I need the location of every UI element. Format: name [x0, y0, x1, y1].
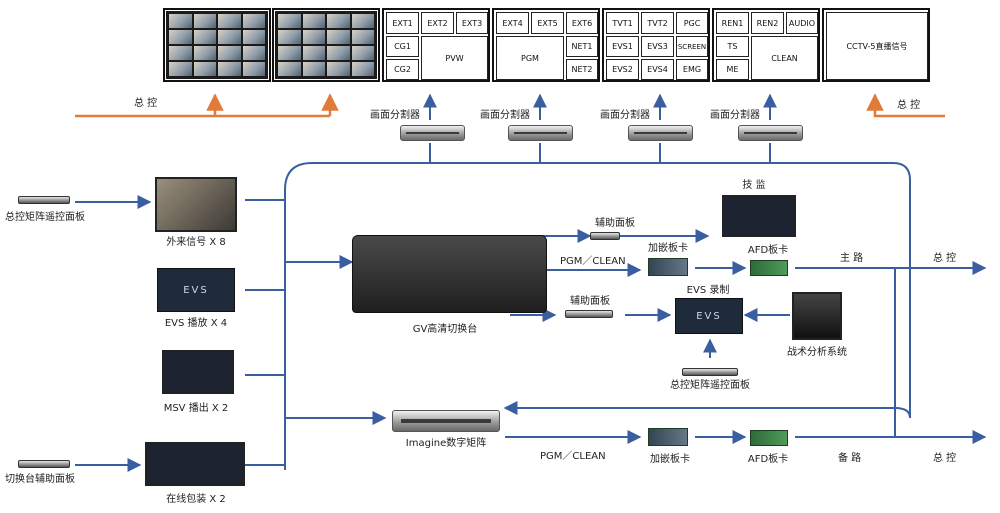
master-control-out-label-top: 总 控 [933, 253, 957, 264]
backup-path-label: 备 路 [838, 453, 862, 464]
splitter-label: 画面分割器 [370, 110, 420, 121]
monitor-cell-main: PVW [421, 36, 488, 80]
embed-card-device-top [648, 258, 688, 276]
splitter-device [628, 125, 693, 141]
pgm-clean-label-top: PGM／CLEAN [560, 256, 626, 267]
multiview-thumbnails [275, 11, 377, 79]
tech-monitor-label: 技 监 [742, 180, 766, 191]
evs-playback-label: EVS 播放 X 4 [164, 318, 228, 329]
monitor-cell: REN2 [751, 12, 784, 34]
afd-card-device-bottom [750, 430, 788, 446]
master-control-out-label-bottom: 总 控 [933, 453, 957, 464]
monitor-cell: EVS1 [606, 36, 639, 57]
gv-switcher-label: GV高清切换台 [412, 324, 478, 335]
monitor-cell: EMG [676, 59, 708, 80]
afd-card-device-top [750, 260, 788, 276]
splitter-label: 画面分割器 [480, 110, 530, 121]
monitor-cell: TVT2 [641, 12, 674, 34]
embed-card-label-bottom: 加嵌板卡 [650, 454, 690, 465]
online-package-label: 在线包装 X 2 [166, 494, 226, 505]
tech-monitor-screen [722, 195, 796, 237]
master-control-label-left: 总 控 [134, 98, 158, 109]
master-matrix-panel-label: 总控矩阵遥控面板 [5, 212, 85, 223]
monitor-cell: EVS2 [606, 59, 639, 80]
top-bus [284, 162, 911, 419]
multiview-monitor-2 [272, 8, 380, 82]
splitter-device [738, 125, 803, 141]
gv-hd-switcher-console [352, 235, 547, 313]
monitor-cell-main: PGM [496, 36, 564, 80]
monitor-cell: EXT1 [386, 12, 419, 34]
aux-panel-label-mid: 辅助面板 [570, 296, 610, 307]
monitor-cell-main: CLEAN [751, 36, 818, 80]
aux-panel-device-top [590, 232, 620, 240]
switcher-aux-panel [18, 460, 70, 468]
multiview-thumbnails [166, 11, 268, 79]
evs-logo: EVS [183, 284, 209, 296]
monitor-cell: EXT4 [496, 12, 529, 34]
splitter-device [400, 125, 465, 141]
monitor-cell: CG2 [386, 59, 419, 80]
embed-card-device-bottom [648, 428, 688, 446]
evs-playback-device: EVS [157, 268, 235, 312]
master-matrix-panel-label-bottom: 总控矩阵遥控面板 [670, 380, 750, 391]
monitor-cell: EVS4 [641, 59, 674, 80]
master-control-label-right: 总 控 [897, 100, 921, 111]
splitter-label: 画面分割器 [600, 110, 650, 121]
monitor-group-cctv5: CCTV-5直播信号 [822, 8, 930, 82]
aux-panel-device-mid [565, 310, 613, 318]
monitor-cell: SCREEN [676, 36, 708, 57]
msv-out-label: MSV 播出 X 2 [163, 403, 229, 414]
monitor-cell: EVS3 [641, 36, 674, 57]
monitor-cell: EXT5 [531, 12, 564, 34]
afd-card-label-top: AFD板卡 [747, 245, 789, 256]
splitter-label: 画面分割器 [710, 110, 760, 121]
switcher-aux-panel-label: 切换台辅助面板 [5, 474, 75, 485]
multiview-monitor-1 [163, 8, 271, 82]
monitor-cell: EXT6 [566, 12, 598, 34]
pgm-clean-label-bottom: PGM／CLEAN [540, 451, 606, 462]
monitor-group-pvw: EXT1 EXT2 EXT3 CG1 CG2 PVW [382, 8, 490, 82]
tactical-analysis-label: 战术分析系统 [787, 347, 847, 358]
imagine-digital-matrix [392, 410, 500, 432]
monitor-cell: NET1 [566, 36, 598, 57]
monitor-cell: ME [716, 59, 749, 80]
imagine-matrix-label: Imagine数字矩阵 [405, 438, 487, 449]
tactical-analysis-system [792, 292, 842, 340]
monitor-cell: TS [716, 36, 749, 57]
monitor-cell-main: CCTV-5直播信号 [826, 12, 928, 80]
main-path-label: 主 路 [840, 253, 864, 264]
evs-logo: EVS [696, 310, 722, 322]
monitor-cell: REN1 [716, 12, 749, 34]
online-package-workstation [145, 442, 245, 486]
msv-workstation [162, 350, 234, 394]
monitor-cell: AUDIO [786, 12, 818, 34]
splitter-device [508, 125, 573, 141]
monitor-cell: PGC [676, 12, 708, 34]
control-line-right [866, 93, 945, 118]
embed-card-label-top: 加嵌板卡 [648, 243, 688, 254]
external-signals-label: 外来信号 X 8 [166, 237, 226, 248]
monitor-group-evs: TVT1 TVT2 PGC EVS1 EVS3 SCREEN EVS2 EVS4… [602, 8, 710, 82]
master-matrix-remote-panel-bottom [682, 368, 738, 376]
external-signals-screen [155, 177, 237, 232]
evs-record-device: EVS [675, 298, 743, 334]
monitor-group-pgm: EXT4 EXT5 EXT6 PGM NET1 NET2 [492, 8, 600, 82]
master-matrix-remote-panel [18, 196, 70, 204]
aux-panel-label-top: 辅助面板 [595, 218, 635, 229]
monitor-cell: CG1 [386, 36, 419, 57]
monitor-cell: NET2 [566, 59, 598, 80]
monitor-cell: EXT3 [456, 12, 488, 34]
afd-card-label-bottom: AFD板卡 [747, 454, 789, 465]
monitor-group-clean: REN1 REN2 AUDIO TS ME CLEAN [712, 8, 820, 82]
monitor-cell: TVT1 [606, 12, 639, 34]
monitor-cell: EXT2 [421, 12, 454, 34]
evs-record-label: EVS 录制 [686, 285, 730, 296]
